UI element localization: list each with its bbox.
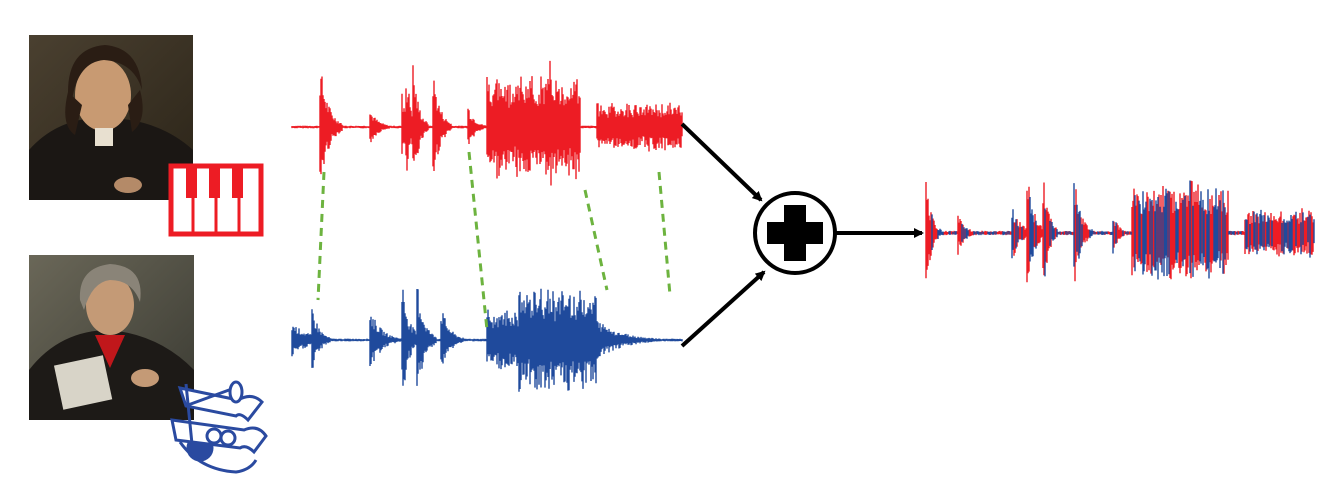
composer-portrait-bottom	[29, 255, 194, 420]
arrow-bottom-to-mixer	[680, 270, 766, 348]
arrow-top-to-mixer	[680, 122, 763, 202]
waveform-trace	[931, 180, 1315, 280]
alignment-line	[583, 189, 609, 291]
waveform-trace	[291, 60, 683, 186]
piano-waveform	[291, 60, 683, 186]
plus-icon	[753, 191, 837, 275]
orchestra-waveform	[291, 288, 683, 392]
piano-icon	[168, 163, 264, 237]
alignment-line	[467, 151, 489, 331]
composer-portrait-top	[29, 35, 193, 200]
alignment-line	[657, 171, 672, 296]
waveform-trace	[925, 180, 1314, 283]
alignment-line	[316, 171, 326, 301]
mixed-waveform	[925, 180, 1315, 283]
orchestra-icon	[170, 380, 268, 474]
waveform-trace	[291, 288, 683, 392]
alignment-lines	[316, 151, 672, 331]
